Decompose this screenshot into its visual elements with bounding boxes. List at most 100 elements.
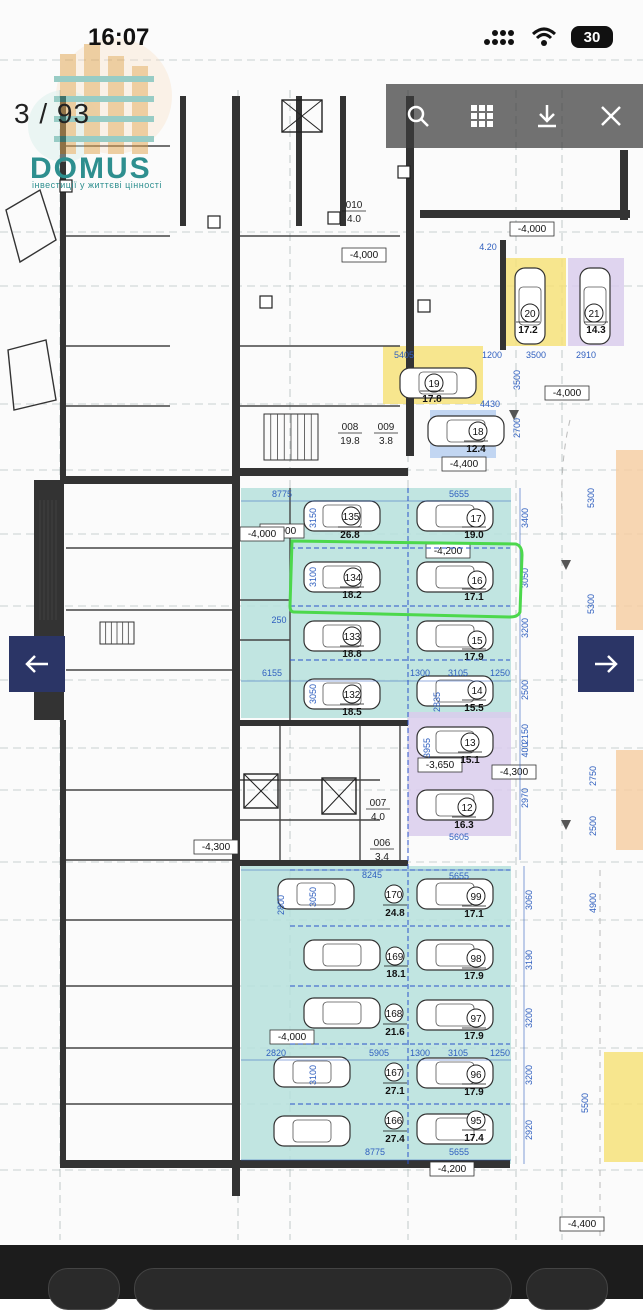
search-icon[interactable] xyxy=(398,96,438,136)
spot-area: 18.5 xyxy=(342,707,362,718)
spot-area: 27.1 xyxy=(385,1086,405,1097)
dimension-label: 3100 xyxy=(308,1065,318,1085)
spot-number-circle xyxy=(466,1110,486,1130)
level-mark-box xyxy=(193,839,239,855)
car-roof xyxy=(583,286,607,326)
spot-area: 18.2 xyxy=(342,590,362,601)
dimension-label: 2500 xyxy=(520,680,530,700)
spot-number-circle xyxy=(342,684,362,704)
next-image-button[interactable] xyxy=(578,636,634,692)
dimension-label: 1300 xyxy=(410,668,430,678)
wall xyxy=(60,1160,240,1168)
wall xyxy=(180,96,186,226)
floor-plan-drawing: 0104.000819.80093.80074.00063.4-4,000-4,… xyxy=(0,59,643,1240)
car-roof xyxy=(322,943,362,967)
dimension-label: 1250 xyxy=(490,1048,510,1058)
car-roof xyxy=(296,882,336,906)
level-mark-box xyxy=(341,247,387,263)
level-mark: -4,000 xyxy=(553,388,582,399)
dimension-label: 2750 xyxy=(588,766,598,786)
wall xyxy=(232,96,240,1196)
dimension-label: 1300 xyxy=(410,1048,430,1058)
dimension-label: 2800 xyxy=(276,895,286,915)
spot-number-circle xyxy=(342,626,362,646)
dimension-label: 400 xyxy=(520,742,530,757)
spot-area: 26.8 xyxy=(340,530,360,541)
car xyxy=(416,789,494,821)
spot-area: 15.5 xyxy=(464,703,484,714)
staircase xyxy=(5,188,57,264)
level-mark: -4,400 xyxy=(568,1219,597,1230)
spot-area: 12.4 xyxy=(466,444,486,455)
spot-number-circle xyxy=(424,373,444,393)
elevator-cross xyxy=(321,777,357,815)
watermark-brand: DOMUS xyxy=(30,152,152,185)
arrow-left-icon xyxy=(25,655,48,673)
dimension-label: 2910 xyxy=(576,350,596,360)
dimension-label: 3150 xyxy=(308,508,318,528)
watermark-tagline: інвестиції у життєві цінності xyxy=(32,180,162,190)
room-area: 4.0 xyxy=(347,214,361,225)
message-field[interactable] xyxy=(134,1268,512,1310)
room-area: 19.8 xyxy=(340,436,360,447)
spot-number: 17 xyxy=(470,514,482,525)
download-icon[interactable] xyxy=(527,96,567,136)
spot-area: 17.9 xyxy=(464,1087,484,1098)
drive-arrow xyxy=(561,560,571,570)
marker xyxy=(59,179,73,193)
wall xyxy=(500,240,506,350)
marker xyxy=(327,211,341,225)
level-mark: -4,000 xyxy=(248,529,277,540)
status-bar: 16:07 30 xyxy=(0,0,643,80)
level-mark-box xyxy=(429,1161,475,1177)
spot-area: 17.2 xyxy=(518,325,538,336)
spot-number-circle xyxy=(466,948,486,968)
dimension-label: 2150 xyxy=(520,724,530,744)
car-roof xyxy=(518,286,542,326)
spot-number: 134 xyxy=(345,573,362,584)
spot-number: 135 xyxy=(343,512,360,523)
wall xyxy=(296,96,302,226)
level-mark-box xyxy=(509,221,555,237)
spot-number: 15 xyxy=(471,636,483,647)
spot-number: 20 xyxy=(524,309,536,320)
ramp-line xyxy=(561,419,571,521)
prev-image-button[interactable] xyxy=(9,636,65,692)
spot-number-circle xyxy=(460,732,480,752)
car-roof xyxy=(322,1001,362,1025)
spot-number: 170 xyxy=(386,890,403,901)
car-roof xyxy=(292,1119,332,1143)
spot-number: 21 xyxy=(588,309,600,320)
battery-icon: 30 xyxy=(571,26,613,48)
elevator-cross xyxy=(243,773,279,809)
level-mark: -4,400 xyxy=(450,459,479,470)
spot-number: 98 xyxy=(470,954,482,965)
dimension-label: 1250 xyxy=(490,668,510,678)
marker xyxy=(259,295,273,309)
reaction-button[interactable] xyxy=(526,1268,608,1310)
spot-number-circle xyxy=(341,506,361,526)
share-button[interactable] xyxy=(48,1268,120,1310)
level-mark: -3,650 xyxy=(426,760,455,771)
grid-icon[interactable] xyxy=(462,96,502,136)
dimension-label: 2970 xyxy=(520,788,530,808)
status-icons: 30 xyxy=(483,26,613,48)
dimension-label: 5500 xyxy=(580,1093,590,1113)
viewer-toolbar xyxy=(386,84,643,148)
spot-area: 27.4 xyxy=(385,1134,405,1145)
marker xyxy=(207,215,221,229)
signal-icon xyxy=(484,30,514,45)
close-icon[interactable] xyxy=(591,96,631,136)
spot-number: 12 xyxy=(461,803,473,814)
spot-area: 21.6 xyxy=(385,1027,405,1038)
level-mark-box xyxy=(559,1216,605,1232)
dimension-label: 5300 xyxy=(586,488,596,508)
dimension-label: 2920 xyxy=(524,1120,534,1140)
dimension-label: 4.20 xyxy=(479,242,497,252)
spot-number: 99 xyxy=(470,892,482,903)
spot-area: 18.8 xyxy=(342,649,362,660)
dimension-label: 3060 xyxy=(524,890,534,910)
dimension-label: 5655 xyxy=(449,489,469,499)
spot-number-circle xyxy=(384,1003,404,1023)
